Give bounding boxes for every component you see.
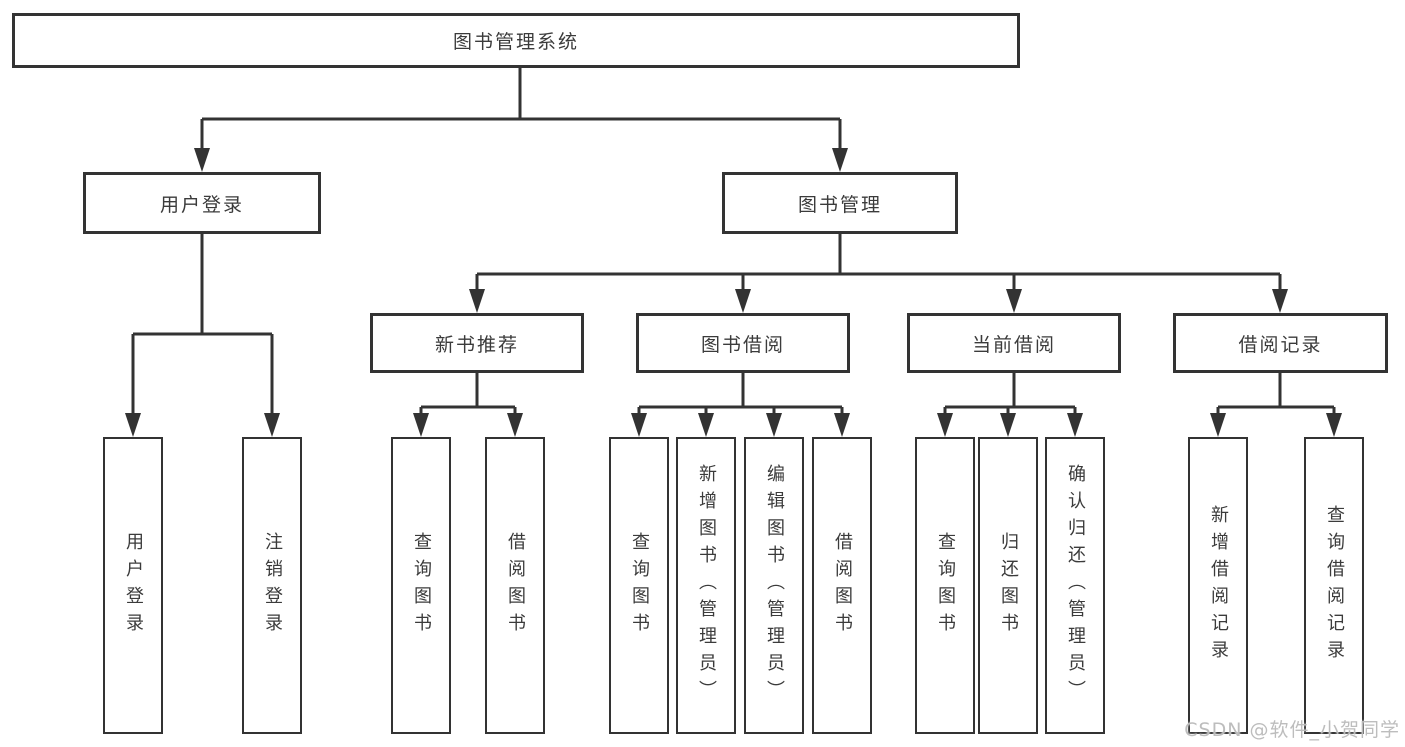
leaf-return-books: 归还图书 — [978, 437, 1038, 734]
node-borrowing-records-label: 借阅记录 — [1238, 333, 1323, 356]
leaf-query-borrow-record-label: 查询借阅记录 — [1324, 504, 1345, 667]
node-current-borrowing-label: 当前借阅 — [971, 333, 1056, 356]
leaf-query-borrow-record: 查询借阅记录 — [1304, 437, 1364, 734]
leaf-edit-books-admin-label: 编辑图书（管理员） — [764, 464, 785, 707]
leaf-borrow-books-borrowing: 借阅图书 — [812, 437, 872, 734]
leaf-borrow-books-recommend: 借阅图书 — [485, 437, 545, 734]
node-new-book-recommend: 新书推荐 — [370, 313, 584, 373]
leaf-query-books-recommend-label: 查询图书 — [411, 531, 432, 640]
arrowhead-icons — [125, 148, 1342, 437]
leaf-query-books-borrowing-label: 查询图书 — [629, 531, 650, 640]
node-user-login-label: 用户登录 — [159, 193, 244, 216]
node-borrowing-records: 借阅记录 — [1173, 313, 1388, 373]
leaf-query-books-current-label: 查询图书 — [935, 531, 956, 640]
leaf-return-books-label: 归还图书 — [998, 531, 1019, 640]
leaf-add-borrow-record: 新增借阅记录 — [1188, 437, 1248, 734]
leaf-add-books-admin-label: 新增图书（管理员） — [696, 464, 717, 707]
leaf-add-books-admin: 新增图书（管理员） — [676, 437, 736, 734]
leaf-user-login-label: 用户登录 — [123, 531, 144, 640]
node-root-system: 图书管理系统 — [12, 13, 1020, 68]
node-root-system-label: 图书管理系统 — [452, 31, 579, 53]
node-book-borrowing-label: 图书借阅 — [700, 333, 785, 356]
leaf-borrow-books-borrowing-label: 借阅图书 — [832, 531, 853, 640]
leaf-logout: 注销登录 — [242, 437, 302, 734]
leaf-query-books-borrowing: 查询图书 — [609, 437, 669, 734]
leaf-add-borrow-record-label: 新增借阅记录 — [1208, 504, 1229, 667]
node-user-login: 用户登录 — [83, 172, 321, 234]
node-book-management-label: 图书管理 — [797, 193, 882, 216]
leaf-edit-books-admin: 编辑图书（管理员） — [744, 437, 804, 734]
leaf-query-books-current: 查询图书 — [915, 437, 975, 734]
leaf-query-books-recommend: 查询图书 — [391, 437, 451, 734]
node-new-book-recommend-label: 新书推荐 — [434, 333, 519, 356]
node-book-management: 图书管理 — [722, 172, 958, 234]
node-book-borrowing: 图书借阅 — [636, 313, 850, 373]
leaf-user-login: 用户登录 — [103, 437, 163, 734]
node-current-borrowing: 当前借阅 — [907, 313, 1121, 373]
leaf-borrow-books-recommend-label: 借阅图书 — [505, 531, 526, 640]
leaf-logout-label: 注销登录 — [262, 531, 283, 640]
leaf-confirm-return-admin-label: 确认归还（管理员） — [1065, 464, 1086, 707]
csdn-watermark: CSDN @软件_小贺同学 — [1184, 719, 1400, 741]
leaf-confirm-return-admin: 确认归还（管理员） — [1045, 437, 1105, 734]
